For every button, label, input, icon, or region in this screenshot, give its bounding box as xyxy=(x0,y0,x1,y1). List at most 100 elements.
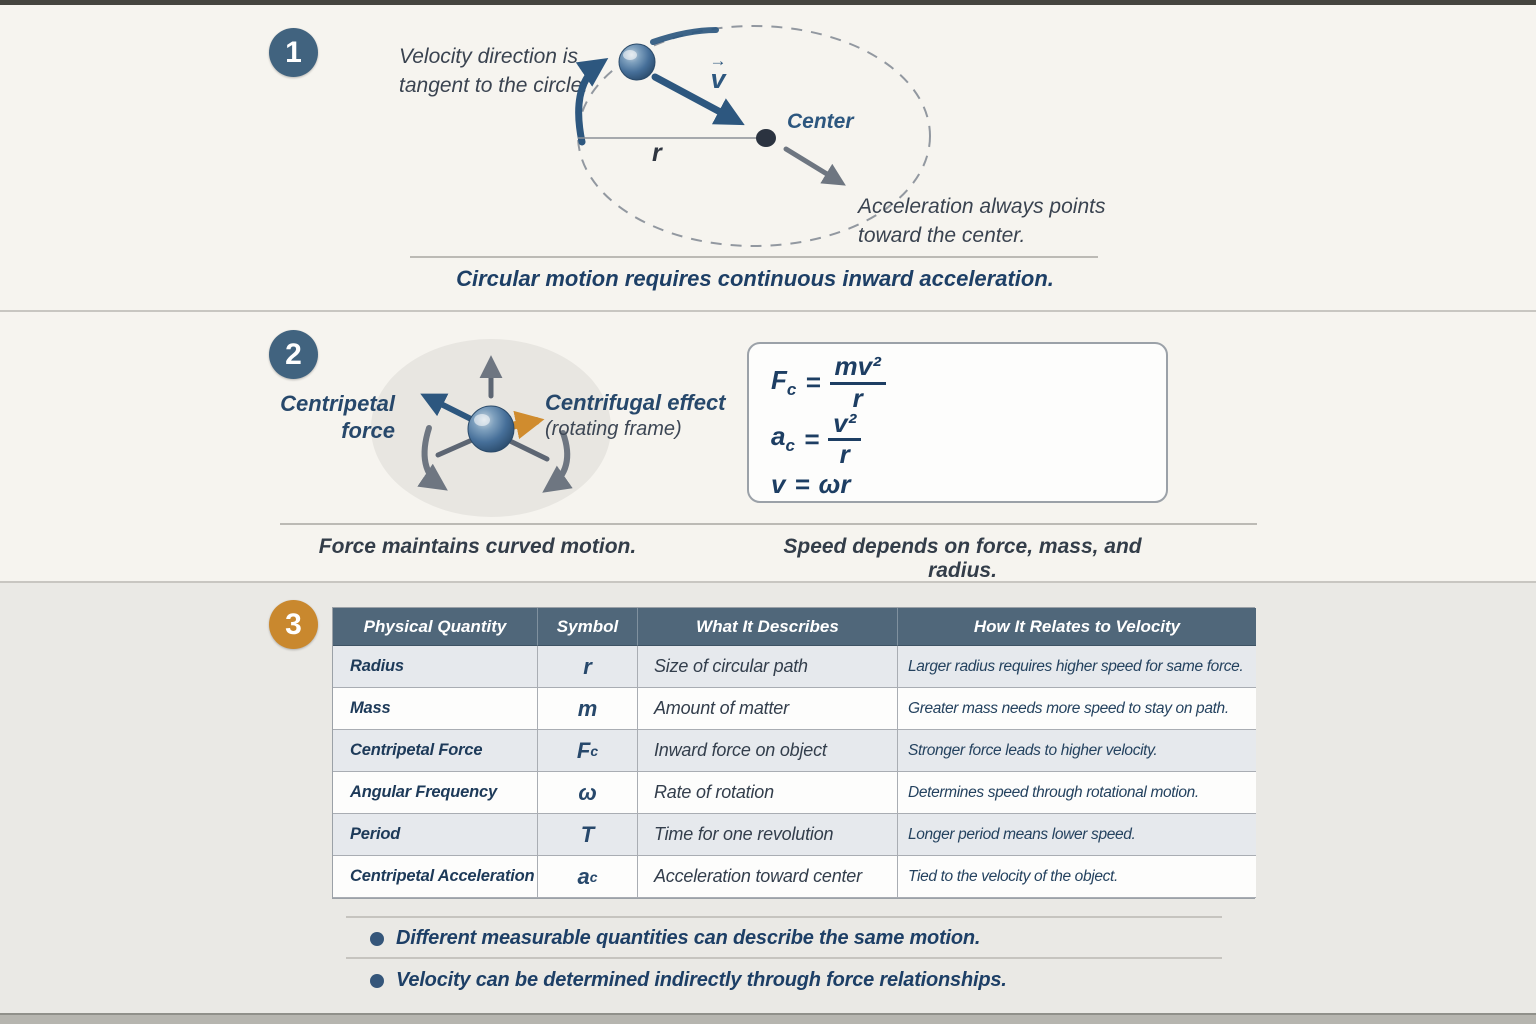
bottom-edge-strip xyxy=(0,1013,1536,1024)
cell-text: Greater mass needs more speed to stay on… xyxy=(908,699,1229,717)
cell-text: Determines speed through rotational moti… xyxy=(908,783,1199,801)
f3-lhs: v xyxy=(771,468,786,499)
f1-sub: c xyxy=(786,380,797,400)
top-edge-strip xyxy=(0,0,1536,5)
bullet-rule-1 xyxy=(346,916,1222,918)
cell-text: F xyxy=(576,737,591,763)
header-text: What It Describes xyxy=(696,616,839,636)
section1-caption: Circular motion requires continuous inwa… xyxy=(400,266,1110,292)
cell-text: Inward force on object xyxy=(654,740,827,760)
center-text: Center xyxy=(787,110,854,133)
cell-text: Tied to the velocity of the object. xyxy=(908,867,1118,885)
f3-rhs: ωr xyxy=(818,468,851,499)
cell-text: Acceleration toward center xyxy=(654,866,862,886)
centripetal-label-line1: Centripetal xyxy=(280,391,395,416)
header-text: How It Relates to Velocity xyxy=(973,616,1181,636)
centrifugal-effect-label: Centrifugal effect (rotating frame) xyxy=(545,389,726,443)
cell-text: Time for one revolution xyxy=(654,824,834,844)
cell-text: Amount of matter xyxy=(654,698,789,718)
acceleration-annotation-line1: Acceleration always points xyxy=(858,195,1106,218)
cell-sub: c xyxy=(589,868,598,885)
section2-caption-right-text: Speed depends on force, mass, and radius… xyxy=(783,535,1142,582)
curved-arrow-right-icon xyxy=(542,430,573,493)
section2-caption-left: Force maintains curved motion. xyxy=(285,535,670,559)
cell-text: Angular Frequency xyxy=(350,783,497,801)
bullet-text-2: Velocity can be determined indirectly th… xyxy=(396,969,1007,991)
f1-base: F xyxy=(771,364,787,395)
table-cell-relates: Tied to the velocity of the object. xyxy=(898,856,1256,898)
table-cell-quantity: Centripetal Force xyxy=(333,730,538,772)
cell-text: Centripetal Force xyxy=(350,741,483,759)
table-cell-describes: Size of circular path xyxy=(638,646,898,688)
step-2-number: 2 xyxy=(285,337,302,371)
table-cell-describes: Amount of matter xyxy=(638,688,898,730)
f2-numerator: v² xyxy=(828,409,862,441)
table-cell-relates: Determines speed through rotational moti… xyxy=(898,772,1256,814)
table-cell-relates: Greater mass needs more speed to stay on… xyxy=(898,688,1256,730)
cell-sub: c xyxy=(590,742,599,759)
tangent-arrow-icon xyxy=(575,58,609,146)
f1-lhs: Fc xyxy=(771,365,796,400)
cell-text: Period xyxy=(350,825,401,843)
section2-caption-rule xyxy=(280,523,1257,525)
centrifugal-label-line1: Centrifugal effect xyxy=(545,390,726,415)
physical-quantity-table: Physical Quantity Symbol What It Describ… xyxy=(332,607,1256,899)
header-text: Physical Quantity xyxy=(363,616,507,636)
step-3-number: 3 xyxy=(285,607,302,641)
formula-centripetal-acceleration: ac = v² r xyxy=(771,409,1166,469)
f2-base: a xyxy=(771,421,786,452)
section2-caption-right: Speed depends on force, mass, and radius… xyxy=(750,535,1175,583)
table-cell-symbol: r xyxy=(538,646,638,688)
cell-text: Longer period means lower speed. xyxy=(908,825,1136,843)
acceleration-arrow-icon xyxy=(783,146,846,186)
radius-label: r xyxy=(652,139,662,168)
table-cell-quantity: Radius xyxy=(333,646,538,688)
table-cell-symbol: ω xyxy=(538,772,638,814)
cell-text: ω xyxy=(578,779,597,805)
spoke-down-right xyxy=(507,438,550,462)
cell-text: a xyxy=(577,863,590,889)
acceleration-annotation-line2: toward the center. xyxy=(858,224,1026,247)
table-cell-describes: Acceleration toward center xyxy=(638,856,898,898)
spoke-down-left xyxy=(435,437,475,458)
table-cell-relates: Longer period means lower speed. xyxy=(898,814,1256,856)
bullet-rule-2 xyxy=(346,957,1222,959)
tangent-annotation-line2: tangent to the circle. xyxy=(399,74,589,97)
divider-section2-3 xyxy=(0,581,1536,583)
table-cell-describes: Time for one revolution xyxy=(638,814,898,856)
centrifugal-arrow-icon xyxy=(507,410,545,440)
center-label: Center xyxy=(787,110,854,134)
cell-text: m xyxy=(577,695,598,721)
f1-equals: = xyxy=(805,367,821,397)
cell-text: Larger radius requires higher speed for … xyxy=(908,657,1244,675)
takeaway-bullet-2: Velocity can be determined indirectly th… xyxy=(370,969,1007,992)
cell-text: Rate of rotation xyxy=(654,782,774,802)
step-1-badge: 1 xyxy=(269,28,318,77)
f2-denominator: r xyxy=(839,439,850,469)
ball-highlight xyxy=(623,50,637,60)
step-1-number: 1 xyxy=(285,35,302,69)
table-header-describes: What It Describes xyxy=(638,608,898,646)
f1-fraction: mv² r xyxy=(829,352,886,413)
table-header-symbol: Symbol xyxy=(538,608,638,646)
center-dot xyxy=(756,129,776,147)
table-cell-quantity: Period xyxy=(333,814,538,856)
circular-motion-diagram xyxy=(575,25,931,247)
formula-velocity: v = ωr xyxy=(771,467,1166,501)
velocity-vector-label: → v xyxy=(701,52,735,93)
f1-denominator: r xyxy=(852,382,863,413)
bullet-icon xyxy=(370,931,384,946)
circle-path-dashed xyxy=(577,25,931,247)
table-cell-describes: Inward force on object xyxy=(638,730,898,772)
table-header-quantity: Physical Quantity xyxy=(333,608,538,646)
table-cell-quantity: Angular Frequency xyxy=(333,772,538,814)
centripetal-label-line2: force xyxy=(341,418,395,443)
table-cell-quantity: Mass xyxy=(333,688,538,730)
tangent-arc-segment xyxy=(650,27,719,45)
force-frame-diagram xyxy=(371,339,611,517)
section1-caption-rule xyxy=(410,256,1098,258)
f3-equals: = xyxy=(794,468,810,499)
cell-text: T xyxy=(580,821,595,847)
centripetal-force-arrow-icon xyxy=(420,393,476,423)
